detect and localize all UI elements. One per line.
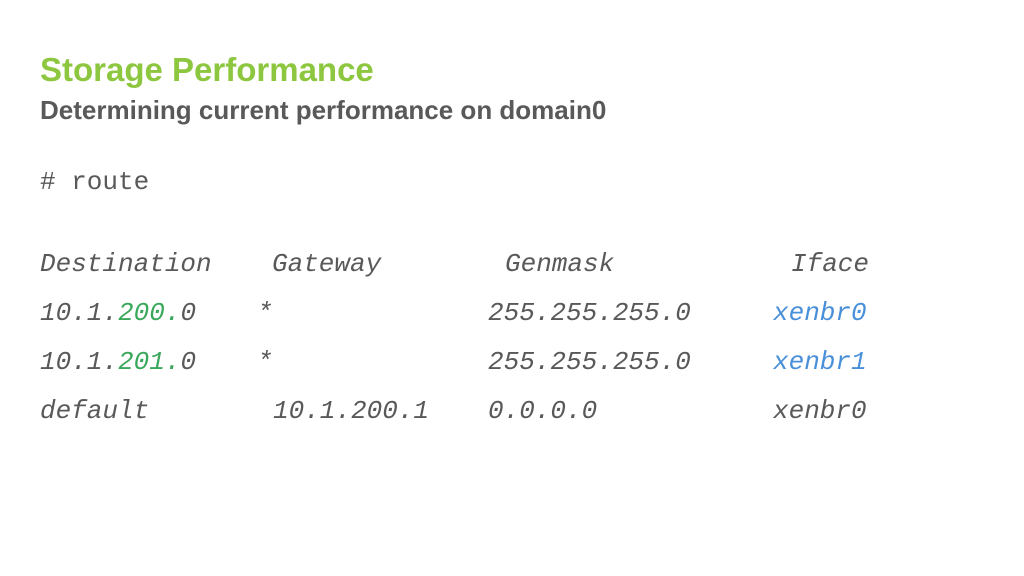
row-2-dest-suffix: 0 xyxy=(180,347,197,377)
row-2-dest-highlight: 201. xyxy=(118,347,181,377)
row-3-genmask: 0.0.0.0 xyxy=(488,396,598,426)
slide-title: Storage Performance xyxy=(40,51,374,88)
row-2-dest-prefix: 10.1. xyxy=(40,347,119,377)
slide-subtitle: Determining current performance on domai… xyxy=(40,95,607,125)
header-iface: Iface xyxy=(791,249,870,279)
row-1-dest-highlight: 200. xyxy=(118,298,181,328)
row-1-dest-prefix: 10.1. xyxy=(40,298,119,328)
header-destination: Destination xyxy=(40,249,212,279)
row-2-genmask: 255.255.255.0 xyxy=(488,347,691,377)
row-1-destination: 10.1.200.0 xyxy=(40,297,196,329)
route-command: # route xyxy=(40,167,150,197)
row-3-gateway: 10.1.200.1 xyxy=(273,396,430,426)
row-3-iface: xenbr0 xyxy=(773,396,867,426)
row-1-dest-suffix: 0 xyxy=(180,298,197,328)
row-2-gateway: * xyxy=(257,347,273,377)
row-1-iface: xenbr0 xyxy=(773,298,867,328)
row-3-destination: default xyxy=(40,396,150,426)
header-genmask: Genmask xyxy=(505,249,615,279)
header-gateway: Gateway xyxy=(272,249,382,279)
row-1-genmask: 255.255.255.0 xyxy=(488,298,691,328)
row-2-destination: 10.1.201.0 xyxy=(40,346,196,378)
row-2-iface: xenbr1 xyxy=(773,347,867,377)
row-1-gateway: * xyxy=(257,298,273,328)
